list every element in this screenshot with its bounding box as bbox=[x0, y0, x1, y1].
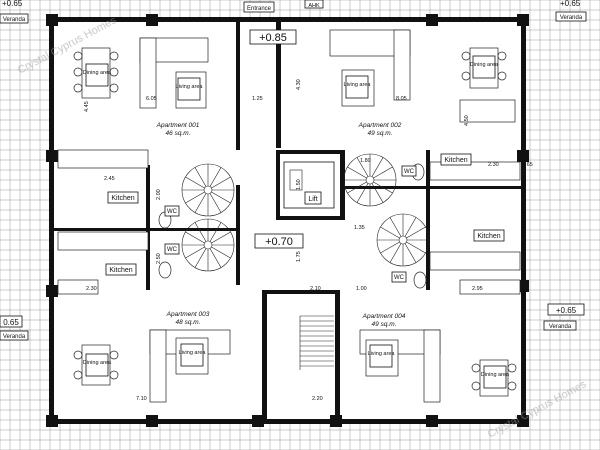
level-center-mid: +0.70 bbox=[265, 236, 293, 248]
stairs-bottom bbox=[299, 315, 334, 370]
veranda-label-rm: Veranda bbox=[549, 324, 572, 330]
svg-text:WC: WC bbox=[167, 209, 178, 215]
apartment-003-area: 48 sq.m. bbox=[176, 319, 201, 326]
svg-text:Living area: Living area bbox=[176, 84, 204, 90]
dimensions: 6.05 4.45 1.25 4.30 8.05 2.45 2.30 2.00 … bbox=[84, 79, 533, 402]
level-center-top: +0.85 bbox=[259, 32, 287, 44]
svg-text:WC: WC bbox=[394, 275, 405, 281]
svg-text:4.45: 4.45 bbox=[84, 101, 90, 112]
entrance-label: Entrance bbox=[247, 6, 272, 12]
svg-text:Dining area: Dining area bbox=[83, 70, 112, 76]
veranda-label-tl: Veranda bbox=[3, 17, 26, 23]
svg-text:AHK: AHK bbox=[308, 3, 320, 9]
room-labels: Kitchen Kitchen Kitchen Kitchen WC WC WC… bbox=[105, 153, 505, 283]
level-right-mid: +0.65 bbox=[556, 306, 577, 315]
apartment-002-area: 49 sq.m. bbox=[368, 130, 393, 137]
apartment-001-area: 46 sq.m. bbox=[166, 130, 191, 137]
svg-text:2.30: 2.30 bbox=[488, 162, 499, 168]
svg-text:WC: WC bbox=[404, 169, 415, 175]
svg-text:Living area: Living area bbox=[344, 82, 372, 88]
level-markers: +0.85 +0.70 +0.65 +0.65 +0.65 0.65 bbox=[0, 0, 585, 328]
svg-text:Living area: Living area bbox=[179, 350, 207, 356]
svg-text:2.95: 2.95 bbox=[472, 286, 483, 292]
svg-text:1.35: 1.35 bbox=[354, 225, 365, 231]
exterior-labels: Veranda Veranda Veranda Veranda Entrance… bbox=[0, 0, 587, 341]
kitchen-label-004: Kitchen bbox=[477, 233, 500, 240]
svg-text:2.20: 2.20 bbox=[312, 396, 323, 402]
svg-text:1.75: 1.75 bbox=[296, 251, 302, 262]
svg-text:8.05: 8.05 bbox=[396, 96, 407, 102]
level-left-mid: 0.65 bbox=[3, 318, 19, 327]
apartment-001-name: Apartment 001 bbox=[156, 122, 200, 129]
level-right-top: +0.65 bbox=[560, 0, 581, 8]
svg-text:Dining area: Dining area bbox=[83, 360, 112, 366]
svg-text:1.25: 1.25 bbox=[252, 96, 263, 102]
svg-text:1.50: 1.50 bbox=[296, 179, 302, 190]
level-top-left: +0.65 bbox=[2, 0, 23, 8]
lift-label: Lift bbox=[308, 196, 317, 203]
kitchen-label-002: Kitchen bbox=[444, 157, 467, 164]
apartment-004-name: Apartment 004 bbox=[362, 313, 406, 320]
apartment-004-area: 49 sq.m. bbox=[372, 321, 397, 328]
kitchen-label-003: Kitchen bbox=[109, 267, 132, 274]
lift-shaft: Lift bbox=[283, 161, 335, 209]
apartment-003-name: Apartment 003 bbox=[166, 311, 210, 318]
svg-text:1.00: 1.00 bbox=[356, 286, 367, 292]
svg-text:1.80: 1.80 bbox=[360, 158, 371, 164]
svg-text:7.10: 7.10 bbox=[136, 396, 147, 402]
svg-text:2.45: 2.45 bbox=[104, 176, 115, 182]
svg-text:4.50: 4.50 bbox=[464, 115, 470, 126]
apartment-titles: Apartment 001 46 sq.m. Apartment 002 49 … bbox=[156, 122, 406, 328]
svg-text:2.50: 2.50 bbox=[156, 253, 162, 264]
svg-text:Dining area: Dining area bbox=[481, 372, 510, 378]
svg-text:Dining area: Dining area bbox=[470, 62, 499, 68]
spiral-stairs bbox=[181, 153, 430, 272]
core-walls bbox=[54, 18, 522, 420]
room-icons: Dining area Living area Living area Dini… bbox=[83, 55, 510, 389]
svg-text:2.00: 2.00 bbox=[156, 189, 162, 200]
building-footprint bbox=[49, 17, 526, 424]
kitchen-label-001: Kitchen bbox=[111, 195, 134, 202]
svg-text:Living area: Living area bbox=[368, 351, 396, 357]
apartment-002-name: Apartment 002 bbox=[358, 122, 402, 129]
veranda-label-lm: Veranda bbox=[3, 334, 26, 340]
veranda-label-tr: Veranda bbox=[560, 15, 583, 21]
svg-text:WC: WC bbox=[167, 247, 178, 253]
svg-text:4.30: 4.30 bbox=[296, 79, 302, 90]
svg-text:6.05: 6.05 bbox=[146, 96, 157, 102]
svg-text:2.30: 2.30 bbox=[86, 286, 97, 292]
svg-text:0.65: 0.65 bbox=[522, 162, 533, 168]
svg-text:2.10: 2.10 bbox=[310, 286, 321, 292]
